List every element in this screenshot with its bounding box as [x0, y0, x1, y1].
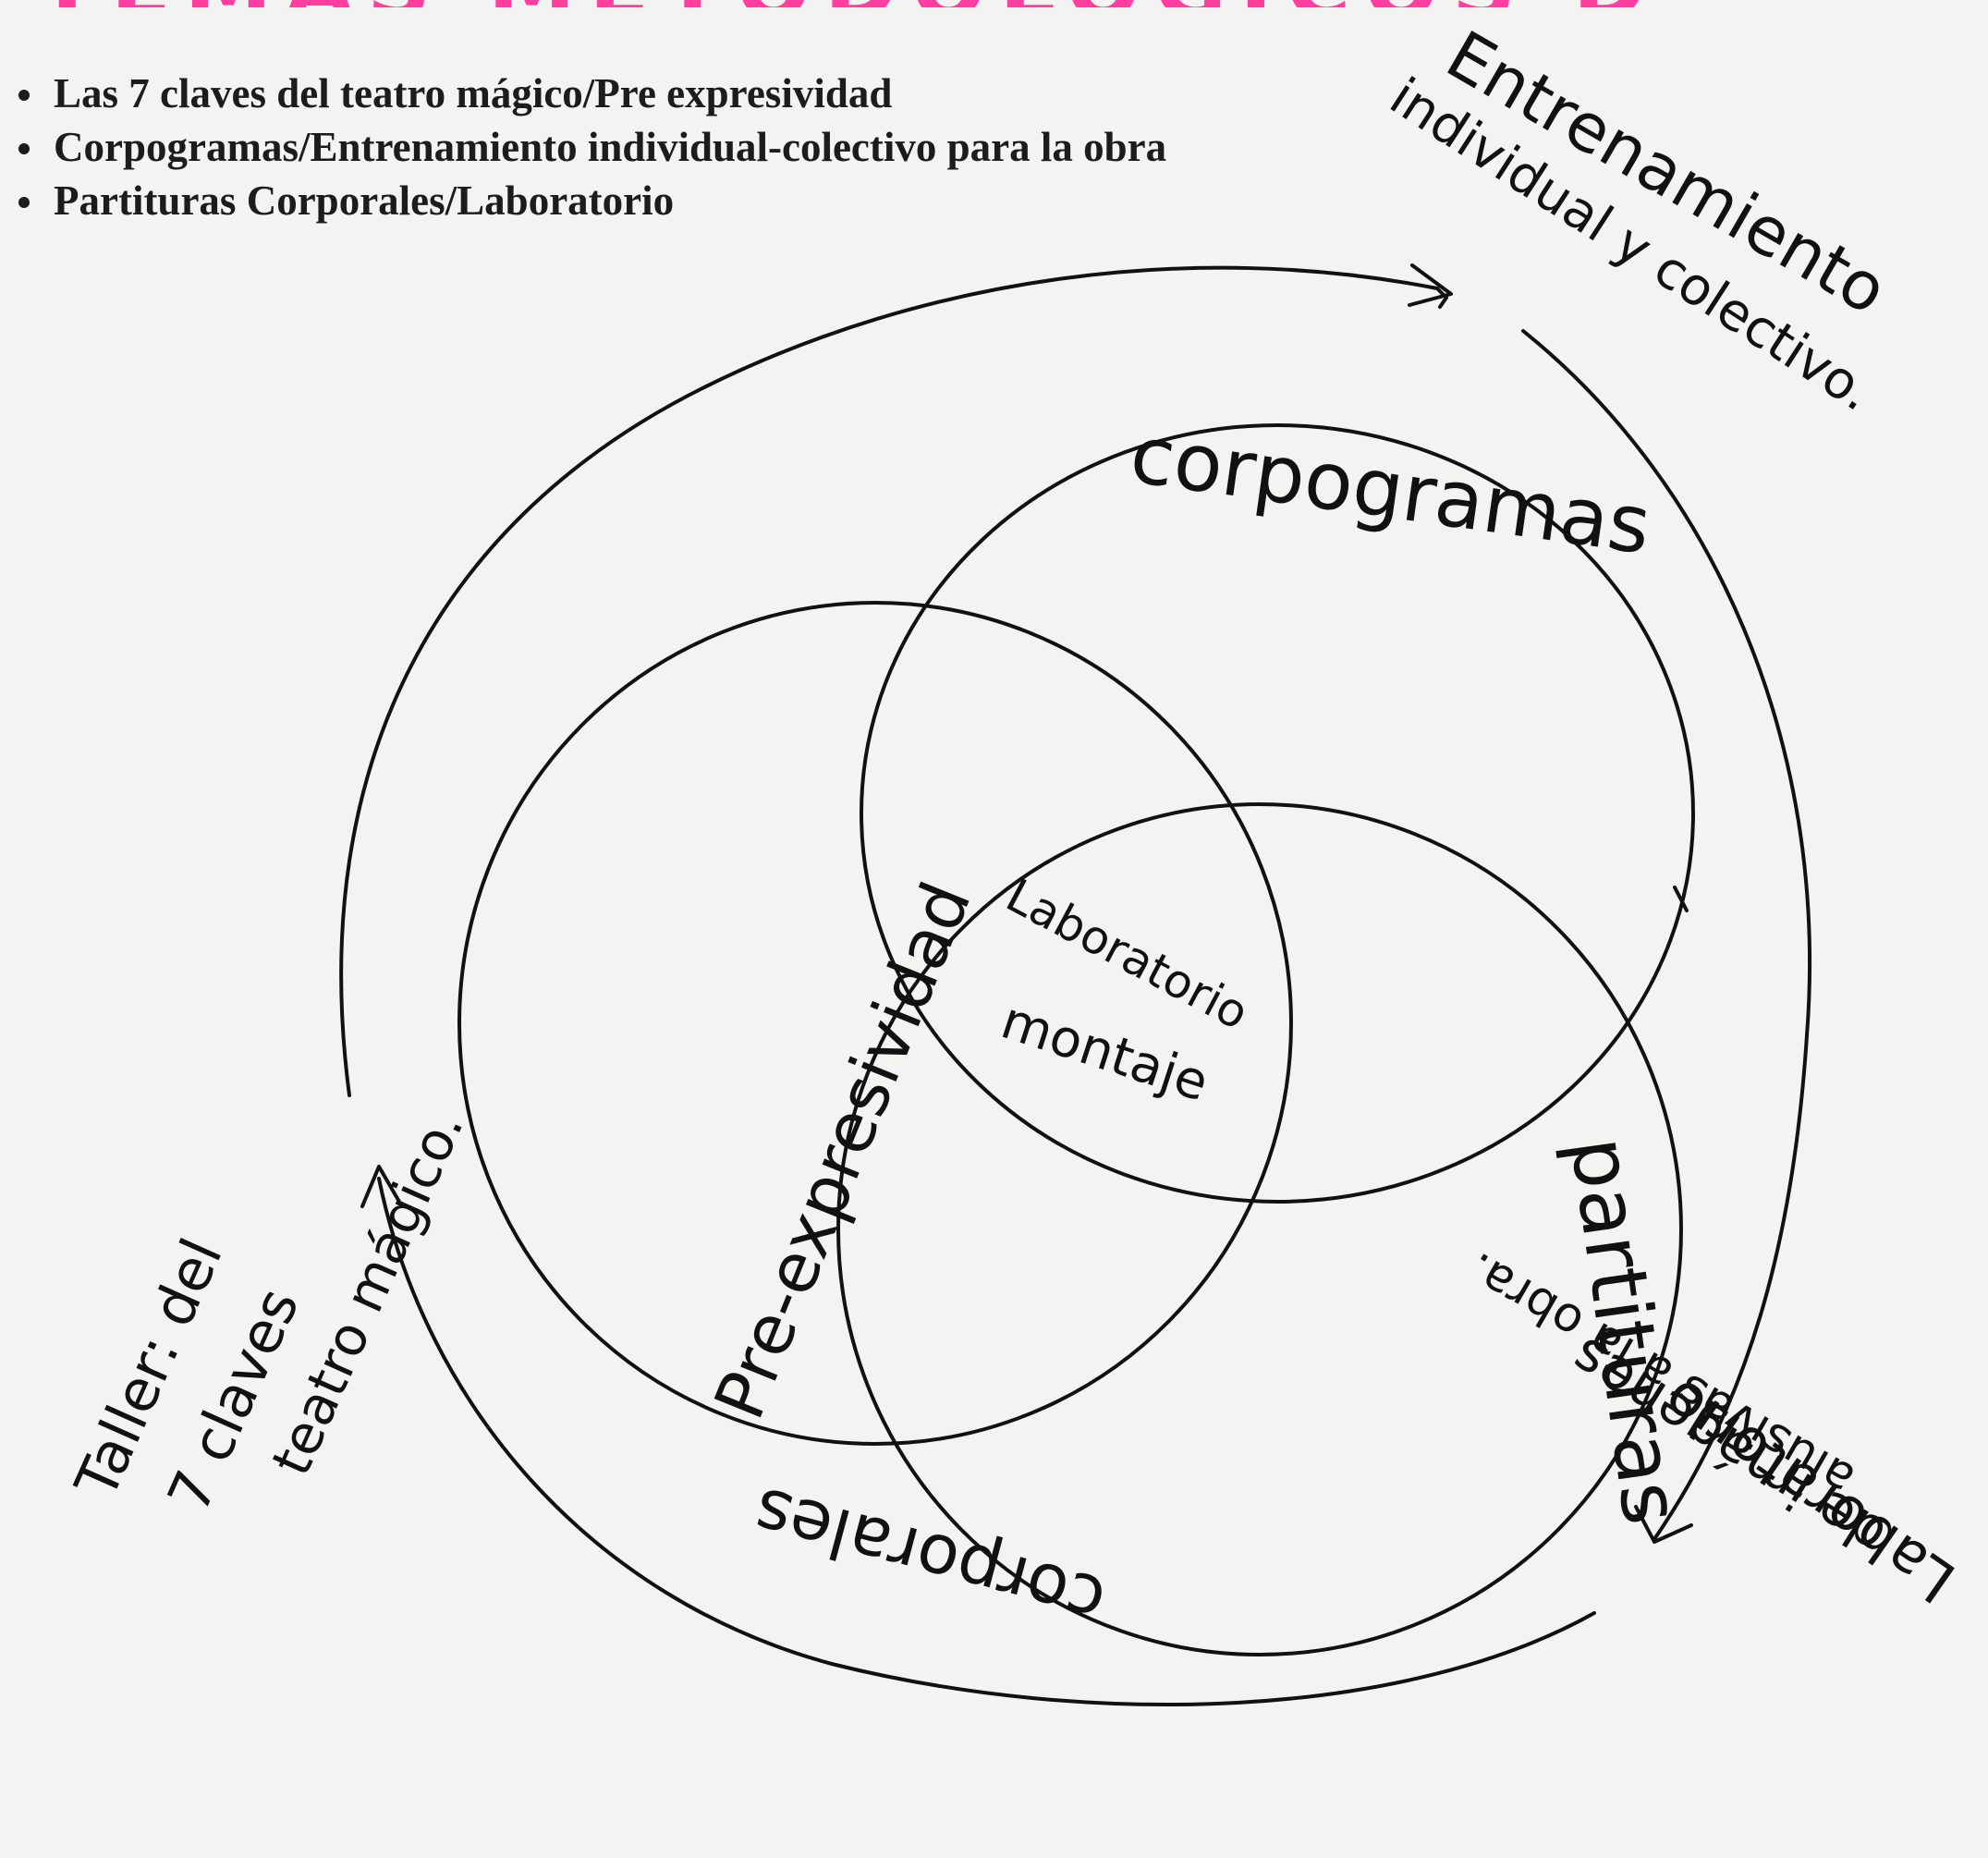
label-corporales: corporales [746, 1472, 1114, 1642]
bullet-icon [18, 197, 30, 208]
bullet-icon [18, 143, 30, 154]
topic-item: Corpogramas/Entrenamiento individual-col… [11, 120, 1166, 174]
topic-item: Partituras Corporales/Laboratorio [11, 174, 1166, 227]
page-title-text: TEMAS METODOLÓGICOS DEL MONTAJE [37, 0, 1664, 7]
arrow-head-right-icon [1634, 1505, 1693, 1544]
topic-item: Las 7 claves del teatro mágico/Pre expre… [11, 67, 1166, 120]
note-taller-line3: teatro mágico. [260, 1102, 476, 1485]
label-corpogramas: corpogramas [1125, 409, 1656, 573]
circle-partituras [836, 802, 1683, 1656]
outer-arc-top [339, 265, 1439, 1097]
arrow-head-top-icon [1408, 263, 1453, 309]
circle-corpogramas [860, 423, 1695, 1204]
bullet-icon [18, 90, 30, 101]
label-preexpresividad: Pre-expresividad [700, 872, 987, 1430]
outer-arc-bottom [377, 1177, 1596, 1706]
tick-mark [1673, 886, 1689, 912]
topic-list: Las 7 claves del teatro mágico/Pre expre… [11, 67, 1166, 227]
arrow-head-left-icon [360, 1165, 401, 1208]
outer-arc-right [1521, 329, 1811, 1541]
page-title: TEMAS METODOLÓGICOS DEL MONTAJE [37, 0, 1664, 7]
circle-preexpresividad [457, 601, 1293, 1446]
